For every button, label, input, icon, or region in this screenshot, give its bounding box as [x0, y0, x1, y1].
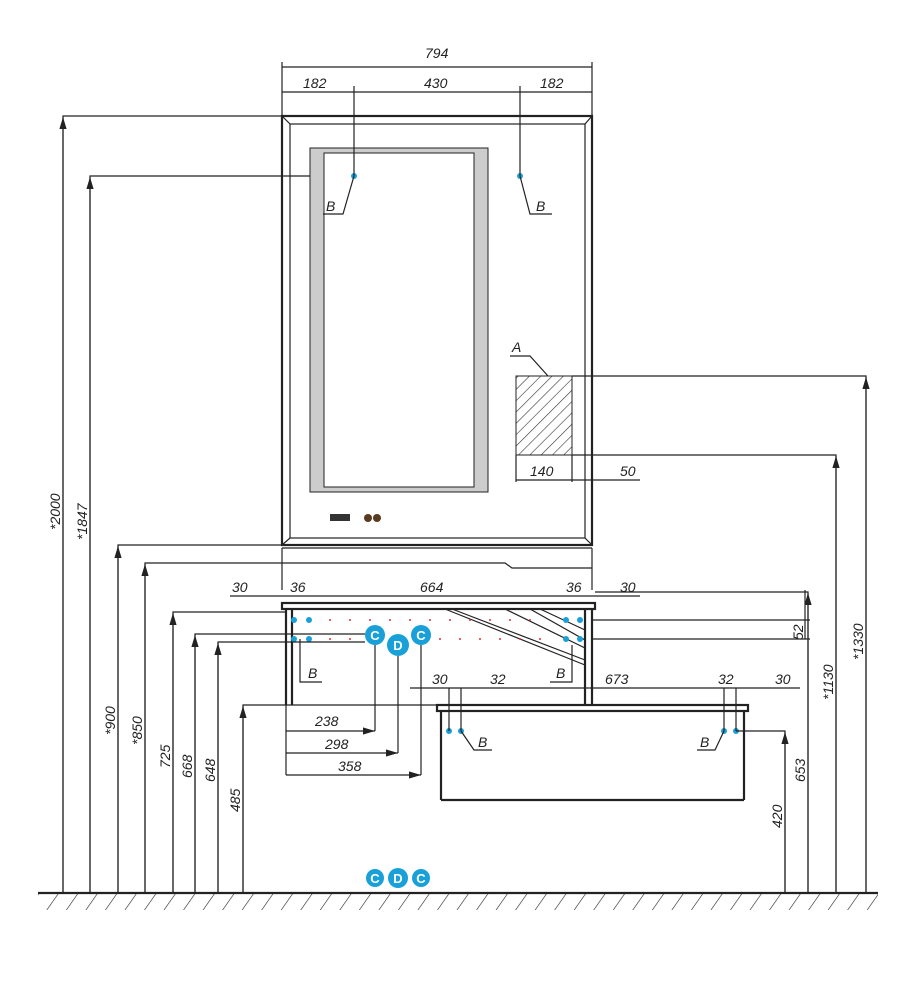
dim-lower-right-32: 32: [718, 671, 734, 687]
vanity-unit: [280, 601, 750, 802]
dim-lower-left-30: 30: [432, 671, 448, 687]
dim-height-420: 420: [769, 804, 785, 828]
dim-box-gap: 50: [620, 463, 636, 479]
dim-right-offset: 182: [540, 75, 564, 91]
dim-height-small: 52: [790, 624, 806, 640]
dim-lower-span: 673: [605, 671, 629, 687]
button-icon: [364, 514, 372, 522]
label-b: B: [326, 198, 335, 214]
dim-lower-left-32: 32: [490, 671, 506, 687]
dim-height-2000: *2000: [47, 493, 63, 530]
lower-cabinet-dimensions: 30 32 673 32 30 B B: [410, 671, 800, 751]
label-b: B: [308, 665, 317, 681]
top-dimensions: 794 182 430 182 B B A: [281, 45, 593, 377]
dim-socket-d: 298: [324, 736, 349, 752]
mirror-glass: [323, 152, 475, 488]
socket-d-label: D: [393, 871, 402, 886]
socket-zone-a: [515, 375, 573, 456]
mirror-cabinet: [280, 114, 594, 547]
socket-d-label: D: [393, 638, 402, 653]
socket-symbols-wall: C D C: [365, 625, 431, 656]
label-a: A: [511, 339, 521, 355]
dim-height-1330: *1330: [850, 623, 866, 660]
dim-height-725: 725: [157, 744, 173, 768]
dim-height-485: 485: [227, 788, 243, 812]
red-dotted-line: [329, 619, 541, 640]
dim-height-1847: *1847: [74, 502, 90, 540]
dim-side-right: 30: [620, 579, 636, 595]
dim-inner-width: 664: [420, 579, 444, 595]
label-b: B: [536, 198, 545, 214]
dim-height-900: *900: [102, 706, 118, 735]
floor: [38, 891, 878, 910]
dim-center: 430: [424, 75, 448, 91]
dim-panel-left: 36: [290, 579, 306, 595]
socket-c-label: C: [416, 628, 426, 643]
button-icon: [373, 514, 381, 522]
socket-dimensions: 238 298 358: [285, 645, 422, 779]
box-a-dimensions: 140 50: [515, 455, 640, 482]
dim-height-668: 668: [179, 754, 195, 778]
dim-left-offset: 182: [303, 75, 327, 91]
control-panel-icon: [330, 514, 350, 521]
socket-c-label: C: [416, 871, 426, 886]
dim-socket-c1: 238: [314, 713, 339, 729]
dim-socket-c2: 358: [338, 758, 362, 774]
dim-box-width: 140: [530, 463, 554, 479]
socket-symbols-floor: C D C: [366, 868, 430, 888]
dim-panel-right: 36: [566, 579, 582, 595]
label-b: B: [556, 665, 565, 681]
dim-height-850: *850: [129, 716, 145, 745]
dim-overall-width: 794: [425, 45, 449, 61]
dim-height-653: 653: [792, 758, 808, 782]
shelf: [281, 547, 593, 590]
dim-height-1130: *1130: [820, 664, 836, 700]
dim-side-left: 30: [232, 579, 248, 595]
right-height-dimensions: 420 653 *1130 *1330: [572, 375, 870, 893]
label-b: B: [700, 734, 709, 750]
label-b: B: [478, 734, 487, 750]
vanity-width-dimensions: 30 36 664 36 30 52 B B: [230, 579, 810, 683]
socket-c-label: C: [370, 628, 380, 643]
socket-c-label: C: [370, 871, 380, 886]
left-height-dimensions: *2000 *1847 *900 *850 725 668 648 485: [47, 115, 437, 893]
dim-height-648: 648: [202, 758, 218, 782]
dim-lower-right-30: 30: [775, 671, 791, 687]
